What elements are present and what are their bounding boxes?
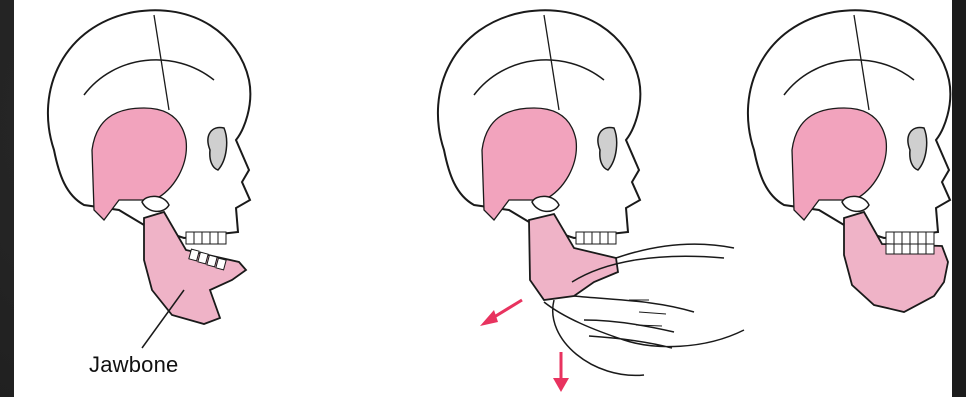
jawbone-label: Jawbone [89,352,178,378]
arrow-down-icon [553,352,569,392]
jaw-reduction-diagram [14,0,952,397]
arrow-back-icon [480,300,522,326]
skull-dislocated [48,10,250,348]
skull-reduced [748,10,950,312]
skull-reduction [438,10,744,392]
illustration-panel: Jawbone [14,0,952,397]
